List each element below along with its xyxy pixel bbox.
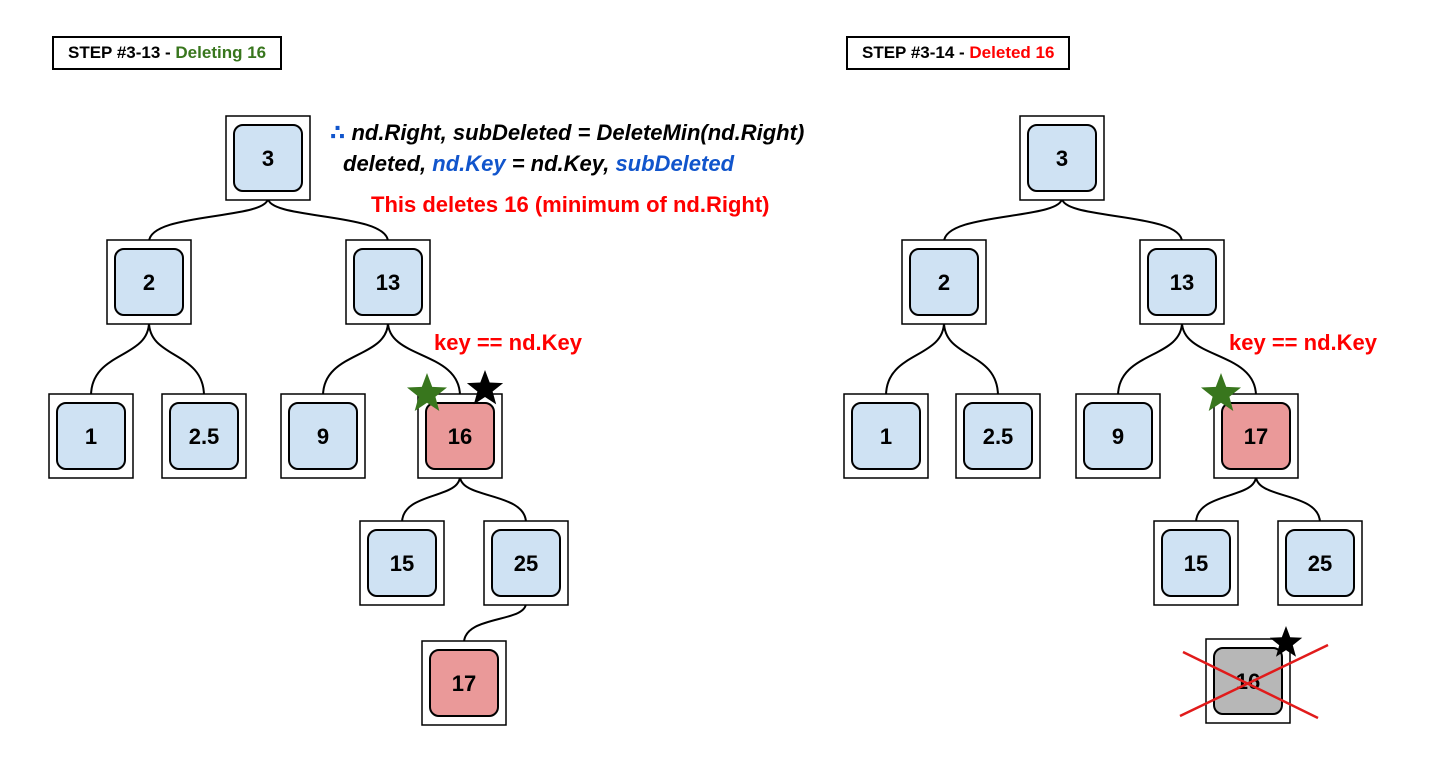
node-key: 9 xyxy=(317,424,329,449)
black-star-icon xyxy=(1269,626,1303,657)
node-key: 15 xyxy=(390,551,414,576)
node-key: 17 xyxy=(452,671,476,696)
black-star-icon xyxy=(466,370,504,405)
node-key: 1 xyxy=(85,424,97,449)
node-key: 16 xyxy=(448,424,472,449)
tree-edge xyxy=(322,321,389,397)
cross-out-line xyxy=(1182,650,1319,720)
step-prefix: STEP #3-13 - xyxy=(68,43,176,62)
node-key: 2.5 xyxy=(189,424,220,449)
node-key: 15 xyxy=(1184,551,1208,576)
tree-node-highlighted: 17 xyxy=(1213,393,1299,479)
tree-node: 1 xyxy=(48,393,134,479)
green-star-icon xyxy=(1201,373,1241,411)
tree-node: 3 xyxy=(1019,115,1105,201)
code-line-2: deleted, nd.Key = nd.Key, subDeleted xyxy=(343,151,734,177)
tree-node: 25 xyxy=(1277,520,1363,606)
tree-node: 3 xyxy=(225,115,311,201)
tree-edge xyxy=(267,197,389,243)
node-key: 2 xyxy=(143,270,155,295)
node-key: 16 xyxy=(1236,669,1260,694)
code-part: deleted, xyxy=(343,151,433,176)
node-key: 13 xyxy=(1170,270,1194,295)
therefore-symbol: ∴ xyxy=(330,120,346,145)
tree-node-highlighted: 17 xyxy=(421,640,507,726)
code-part: subDeleted xyxy=(615,151,735,176)
key-equals-note: key == nd.Key xyxy=(1229,330,1377,355)
code-line-1: ∴ nd.Right, subDeleted = DeleteMin(nd.Ri… xyxy=(330,120,804,146)
code-text: nd.Right, subDeleted = DeleteMin(nd.Righ… xyxy=(351,120,805,145)
node-key: 9 xyxy=(1112,424,1124,449)
tree-edge xyxy=(1061,197,1183,243)
tree-node: 2.5 xyxy=(955,393,1041,479)
deletes-note: This deletes 16 (minimum of nd.Right) xyxy=(371,192,770,217)
tree-node: 2 xyxy=(106,239,192,325)
tree-node: 13 xyxy=(1139,239,1225,325)
key-equals-note: key == nd.Key xyxy=(434,330,582,355)
tree-edge xyxy=(943,321,999,397)
tree-edge xyxy=(90,321,150,397)
tree-edge xyxy=(148,321,205,397)
node-key: 3 xyxy=(1056,146,1068,171)
node-key: 2 xyxy=(938,270,950,295)
tree-node: 9 xyxy=(280,393,366,479)
tree-edge xyxy=(943,197,1063,243)
step-label-right: STEP #3-14 - Deleted 16 xyxy=(846,36,1071,70)
node-key: 2.5 xyxy=(983,424,1014,449)
tree-edge xyxy=(885,321,945,397)
tree-edge xyxy=(1255,475,1321,524)
removed-node: 16 xyxy=(1205,638,1291,724)
tree-edge xyxy=(1181,321,1257,397)
node-key: 1 xyxy=(880,424,892,449)
tree-node: 15 xyxy=(1153,520,1239,606)
tree-edge xyxy=(1117,321,1183,397)
tree-edge xyxy=(459,475,527,524)
node-key: 25 xyxy=(1308,551,1332,576)
tree-edge xyxy=(1195,475,1257,524)
node-key: 13 xyxy=(376,270,400,295)
tree-edge xyxy=(463,602,527,644)
tree-node: 1 xyxy=(843,393,929,479)
node-key: 3 xyxy=(262,146,274,171)
step-label-left: STEP #3-13 - Deleting 16 xyxy=(52,36,283,70)
node-key: 25 xyxy=(514,551,538,576)
step-status: Deleted 16 xyxy=(969,43,1055,62)
tree-node: 13 xyxy=(345,239,431,325)
code-part: = nd.Key, xyxy=(505,151,616,176)
node-key: 17 xyxy=(1244,424,1268,449)
code-part: nd.Key xyxy=(432,151,506,176)
tree-node: 2 xyxy=(901,239,987,325)
tree-edge xyxy=(387,321,461,397)
tree-edge xyxy=(148,197,269,243)
cross-out-line xyxy=(1179,643,1329,718)
tree-edge xyxy=(401,475,461,524)
step-prefix: STEP #3-14 - xyxy=(862,43,970,62)
tree-node-highlighted: 16 xyxy=(417,393,503,479)
tree-node: 15 xyxy=(359,520,445,606)
tree-node: 2.5 xyxy=(161,393,247,479)
tree-node: 25 xyxy=(483,520,569,606)
green-star-icon xyxy=(407,373,447,411)
tree-node: 9 xyxy=(1075,393,1161,479)
step-status: Deleting 16 xyxy=(175,43,267,62)
